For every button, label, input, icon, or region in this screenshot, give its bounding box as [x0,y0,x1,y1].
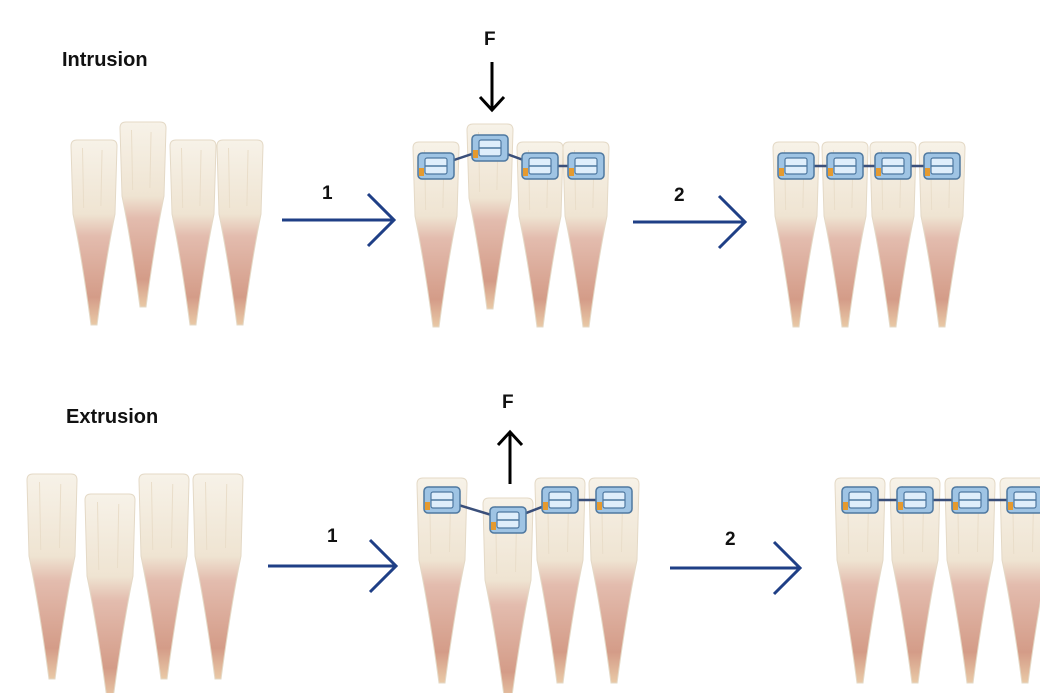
bracket-3 [875,153,911,179]
bracket-3 [542,487,578,513]
bracket-hook [779,168,784,176]
bracket-hook [953,502,958,510]
extrusion-force-arrow [498,432,522,484]
bracket-hook [925,168,930,176]
bracket-1 [778,153,814,179]
tooth-outline [71,140,117,325]
intrusion-step-1-arrow [282,194,394,246]
extrusion-initial-teeth [27,474,243,693]
tooth-outline [27,474,77,679]
extrusion-step-2-label: 2 [725,530,736,549]
bracket-3 [952,487,988,513]
intrusion-force-arrow [480,62,504,110]
bracket-hook [828,168,833,176]
extrusion-row [27,432,1040,693]
bracket-hook [473,150,478,158]
tooth-outline [85,494,135,693]
bracket-hook [425,502,430,510]
intrusion-step-2-arrow [633,196,745,248]
bracket-1 [842,487,878,513]
bracket-4 [924,153,960,179]
intrusion-initial-teeth-tooth-1 [71,140,117,325]
intrusion-step-1-label: 1 [322,184,333,203]
extrusion-final-teeth [835,478,1040,683]
bracket-4 [596,487,632,513]
extrusion-initial-teeth-tooth-2 [85,494,135,693]
bracket-hook [597,502,602,510]
bracket-hook [419,168,424,176]
extrusion-label: Extrusion [66,407,158,427]
bracket-hook [898,502,903,510]
extrusion-force-label: F [502,393,514,412]
tooth-outline [139,474,189,679]
bracket-hook [491,522,496,530]
bracket-2 [472,135,508,161]
bracket-4 [1007,487,1040,513]
tooth-outline [120,122,166,307]
extrusion-bracketed-teeth [417,478,639,693]
extrusion-initial-teeth-tooth-3 [139,474,189,679]
bracket-hook [543,502,548,510]
tooth-outline [170,140,216,325]
extrusion-step-1-arrow [268,540,396,592]
bracket-hook [876,168,881,176]
bracket-1 [424,487,460,513]
intrusion-initial-teeth [71,122,263,325]
intrusion-bracketed-teeth [413,124,609,327]
bracket-2 [827,153,863,179]
intrusion-step-2-label: 2 [674,186,685,205]
bracket-hook [1008,502,1013,510]
extrusion-step-1-label: 1 [327,527,338,546]
extrusion-initial-teeth-tooth-4 [193,474,243,679]
intrusion-initial-teeth-tooth-4 [217,140,263,325]
tooth-outline [193,474,243,679]
intrusion-row [71,62,965,327]
bracket-4 [568,153,604,179]
tooth-outline [217,140,263,325]
bracket-2 [490,507,526,533]
bracket-hook [843,502,848,510]
bracket-hook [523,168,528,176]
intrusion-label: Intrusion [62,50,148,70]
bracket-1 [418,153,454,179]
intrusion-initial-teeth-tooth-3 [170,140,216,325]
bracket-3 [522,153,558,179]
bracket-2 [897,487,933,513]
intrusion-final-teeth [773,142,965,327]
bracket-hook [569,168,574,176]
intrusion-initial-teeth-tooth-2 [120,122,166,307]
extrusion-initial-teeth-tooth-1 [27,474,77,679]
intrusion-force-label: F [484,30,496,49]
